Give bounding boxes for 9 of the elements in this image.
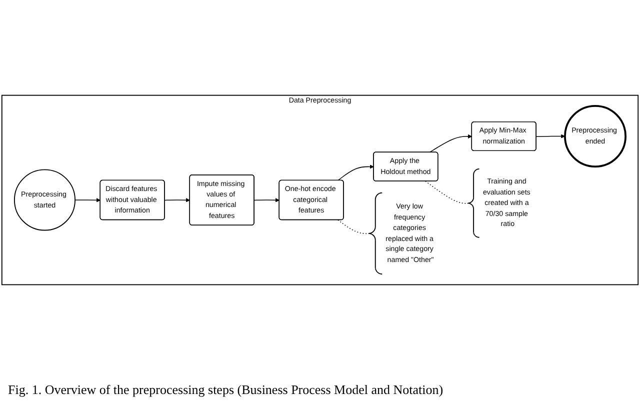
caption: Fig. 1. Overview of the preprocessing steps (Business Process Model and Notation) [7,381,444,399]
arrow [429,134,472,153]
arrow [74,198,101,202]
connector [425,180,468,204]
arrow [254,198,280,202]
connector [338,220,370,234]
arrow [536,134,566,138]
arrow [338,164,374,181]
arrow [164,198,190,202]
